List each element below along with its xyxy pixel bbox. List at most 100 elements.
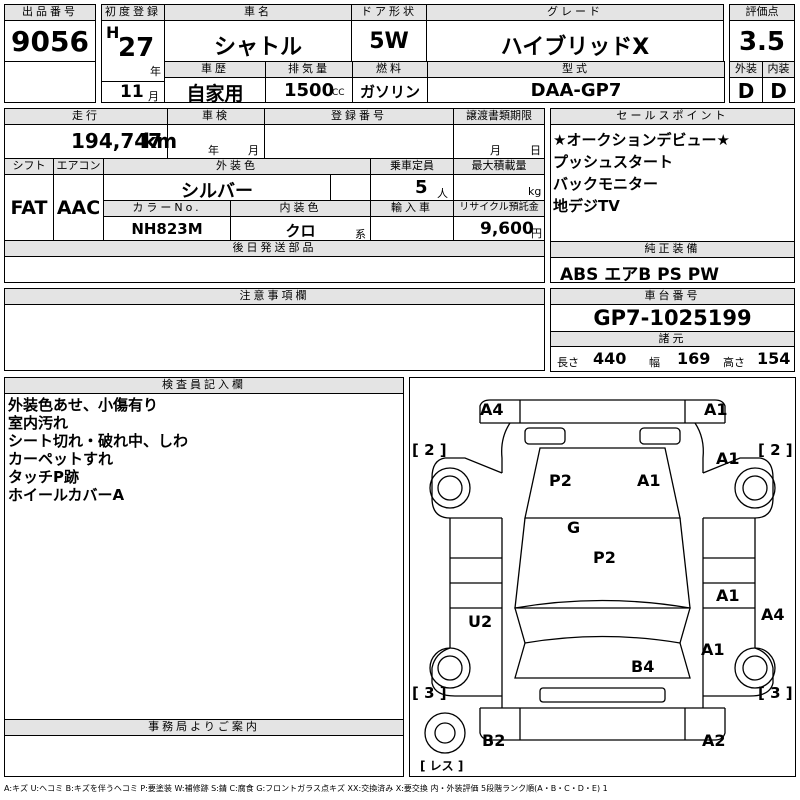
damage-mark: B2 (482, 731, 506, 750)
ac: AAC (56, 197, 101, 219)
ext-color-extra (330, 174, 371, 201)
shift: FAT (10, 197, 48, 219)
sales-point: ★オークションデビュー★ (553, 131, 730, 149)
chassis-number: GP7-1025199 (593, 306, 752, 330)
car-outline (424, 399, 776, 754)
score-box: 3.5 (729, 20, 795, 62)
fuel: ガソリン (359, 83, 420, 101)
model: DAA-GP7 (530, 80, 622, 101)
inspection-box: 年 月 (167, 124, 265, 159)
inspector-line: シート切れ・破れ中、しわ (8, 432, 189, 450)
color-no-box: NH823M (103, 216, 231, 241)
lot-label: 出品番号 (4, 4, 96, 21)
shift-label: シフト (4, 158, 54, 175)
transfer-day-unit: 日 (530, 144, 541, 157)
ac-box: AAC (53, 174, 104, 241)
int-color-box: クロ 系 (230, 216, 371, 241)
load-label: 最大積載量 (453, 158, 545, 175)
interior-label: 内装 (762, 61, 795, 78)
registration-label: 登録番号 (264, 108, 454, 125)
lot-blank (4, 61, 96, 103)
interior-score: D (770, 79, 787, 103)
inspector-label: 検査員記入欄 (4, 377, 404, 394)
int-color-label: 内装色 (230, 200, 371, 217)
recycle-label: リサイクル預託金 (453, 200, 545, 217)
sales-point: 地デジTV (553, 197, 620, 215)
history-box: 自家用 (164, 77, 266, 105)
capacity: 5 (415, 177, 428, 198)
spare-tire-label: [ レス ] (420, 759, 464, 773)
fuel-label: 燃料 (352, 61, 428, 78)
damage-mark: G (567, 518, 581, 537)
damage-mark: A4 (761, 605, 785, 624)
tire-label: [ 3 ] (412, 684, 447, 702)
office-label: 事務局よりご案内 (4, 719, 404, 736)
car-name-box: シャトル (164, 20, 352, 62)
length-label: 長さ (557, 356, 579, 369)
reg-month-box: 11 月 (101, 81, 165, 103)
later-parts-box (4, 256, 545, 283)
damage-mark: A1 (637, 471, 661, 490)
score: 3.5 (738, 27, 786, 57)
specs-box: 長さ 440 幅 169 高さ 154 (550, 346, 795, 372)
inspector-box: 外装色あせ、小傷有り 室内汚れ シート切れ・破れ中、しわ カーペットすれ タッチ… (4, 393, 404, 720)
color-no: NH823M (131, 220, 203, 238)
height-label: 高さ (723, 356, 745, 369)
chassis-label: 車台番号 (550, 288, 795, 305)
inspector-line: ホイールカバーA (8, 486, 125, 504)
office-box (4, 735, 404, 777)
grade: ハイブリッドX (500, 35, 650, 60)
inspector-line: 外装色あせ、小傷有り (8, 396, 159, 414)
damage-mark: U2 (468, 612, 493, 631)
sales-point: バックモニター (553, 175, 659, 193)
inspection-month-unit: 月 (248, 144, 259, 157)
reg-month: 11 (120, 82, 144, 102)
damage-mark: A4 (480, 400, 504, 419)
year-unit: 年 (150, 65, 161, 78)
mileage-unit: km (143, 129, 178, 153)
transfer-label: 譲渡書類期限 (453, 108, 545, 125)
grade-label: グレード (426, 4, 724, 21)
car-name-label: 車名 (164, 4, 352, 21)
fuel-box: ガソリン (352, 77, 428, 103)
exterior-box: D (729, 77, 763, 103)
later-parts-label: 後日発送部品 (4, 240, 545, 257)
mileage-box: 194,747 km (4, 124, 177, 159)
capacity-box: 5 人 (370, 174, 454, 201)
width-label: 幅 (649, 356, 660, 369)
genuine-label: 純正装備 (550, 241, 795, 258)
door-label: ドア形状 (351, 4, 427, 21)
first-reg-box: H 27 年 (101, 20, 165, 82)
tire-label: [ 2 ] (758, 441, 793, 459)
displacement: 1500 (284, 80, 335, 101)
damage-mark: A1 (704, 400, 728, 419)
ext-color-label: 外装色 (103, 158, 371, 175)
damage-mark: A1 (716, 449, 740, 468)
genuine-items: ABS エアB PS PW (560, 265, 719, 285)
model-box: DAA-GP7 (427, 77, 725, 103)
recycle-box: 9,600 円 (453, 216, 545, 241)
damage-mark: A1 (716, 586, 740, 605)
capacity-unit: 人 (437, 187, 448, 200)
damage-diagram: A4 A1 A1 P2 A1 G P2 A1 U2 A4 A1 B4 B2 A2… (409, 377, 796, 777)
door: 5W (369, 29, 409, 54)
lot-number: 9056 (11, 25, 89, 58)
recycle: 9,600 (480, 219, 534, 239)
shift-box: FAT (4, 174, 54, 241)
color-no-label: カラーNo. (103, 200, 231, 217)
sales-points-label: セールスポイント (550, 108, 795, 125)
model-label: 型式 (427, 61, 725, 78)
capacity-label: 乗車定員 (370, 158, 454, 175)
history: 自家用 (186, 83, 244, 105)
door-box: 5W (351, 20, 427, 62)
int-color-unit: 系 (355, 228, 366, 241)
notes-label: 注意事項欄 (4, 288, 545, 305)
recycle-unit: 円 (531, 227, 542, 240)
width: 169 (677, 349, 711, 368)
damage-mark: A2 (702, 731, 726, 750)
mileage: 194,747 (71, 129, 163, 153)
displacement-unit: CC (332, 88, 345, 98)
history-label: 車歴 (164, 61, 266, 78)
specs-label: 諸元 (550, 331, 795, 347)
length: 440 (593, 349, 627, 368)
